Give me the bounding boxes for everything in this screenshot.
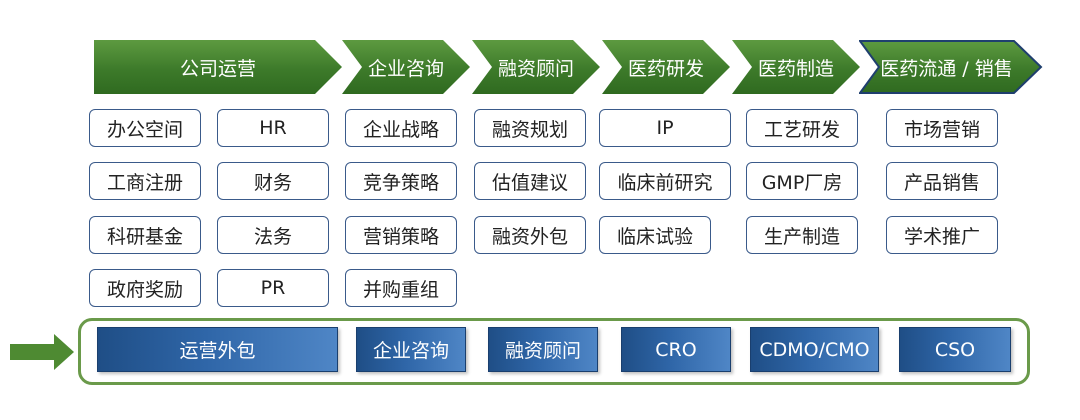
- tag-label: 企业战略: [362, 118, 439, 141]
- service-tag: 产品销售: [886, 162, 998, 200]
- service-tag: 市场营销: [886, 109, 998, 147]
- offering-enterprise-consulting: 企业咨询: [356, 327, 466, 372]
- tag-label: 临床前研究: [617, 171, 713, 194]
- service-tag: IP: [599, 109, 731, 147]
- offering-label: 企业咨询: [372, 340, 449, 362]
- service-tag: 科研基金: [89, 216, 201, 254]
- stage-label: 公司运营: [179, 57, 256, 80]
- tag-label: 学术推广: [903, 225, 980, 248]
- tag-label: 估值建议: [491, 171, 568, 194]
- stage-chevron-distribution-sales: 医药流通 / 销售: [859, 40, 1043, 94]
- tag-label: 工商注册: [106, 171, 183, 194]
- service-tag: GMP厂房: [746, 162, 858, 200]
- service-tag: 办公空间: [89, 109, 201, 147]
- tag-label: 临床试验: [616, 225, 693, 248]
- service-tag: 临床试验: [599, 216, 711, 254]
- stage-chevron-pharma-manufacturing: 医药制造: [732, 40, 860, 94]
- tag-label: GMP厂房: [761, 171, 843, 194]
- tag-label: 政府奖励: [106, 278, 183, 301]
- service-tag: 竞争策略: [345, 162, 457, 200]
- service-tag: HR: [217, 109, 329, 147]
- stage-label: 医药研发: [627, 57, 704, 80]
- offering-label: CDMO/CMO: [759, 338, 870, 361]
- chevron-shape: [859, 40, 1043, 94]
- tag-label: 营销策略: [362, 225, 439, 248]
- service-tag: 法务: [217, 216, 329, 254]
- right-arrow-icon: [10, 334, 74, 370]
- offering-cdmo-cmo: CDMO/CMO: [750, 327, 879, 372]
- service-tag: 政府奖励: [89, 269, 201, 307]
- stage-label: 融资顾问: [497, 57, 574, 80]
- stage-label: 医药制造: [757, 57, 834, 80]
- stage-chevron-pharma-rnd: 医药研发: [602, 40, 730, 94]
- service-tag: 学术推广: [886, 216, 998, 254]
- service-tag: 融资规划: [474, 109, 586, 147]
- stage-chevron-financing-advisory: 融资顾问: [472, 40, 600, 94]
- stage-chevron-company-operations: 公司运营: [94, 40, 342, 94]
- tag-label: 市场营销: [903, 118, 980, 141]
- tag-label: 产品销售: [903, 171, 980, 194]
- tag-label: 融资外包: [491, 225, 568, 248]
- offering-label: 融资顾问: [504, 340, 581, 362]
- tag-label: 办公空间: [106, 118, 183, 141]
- service-tag: 企业战略: [345, 109, 457, 147]
- stage-chevron-enterprise-consulting: 企业咨询: [342, 40, 470, 94]
- stage-label: 企业咨询: [367, 57, 444, 80]
- tag-label: 生产制造: [763, 225, 840, 248]
- tag-label: 工艺研发: [763, 118, 840, 141]
- service-tag: 临床前研究: [599, 162, 731, 200]
- tag-label: 财务: [253, 171, 292, 194]
- stage-label: 医药流通 / 销售: [880, 57, 1013, 80]
- service-tag: 工艺研发: [746, 109, 858, 147]
- service-tag: 工商注册: [89, 162, 201, 200]
- tag-label: PR: [260, 277, 286, 299]
- service-tag: 生产制造: [746, 216, 858, 254]
- offering-cro: CRO: [621, 327, 731, 372]
- offering-label: CRO: [655, 338, 697, 361]
- tag-label: 融资规划: [491, 118, 568, 141]
- tag-label: HR: [259, 117, 287, 139]
- tag-label: 并购重组: [362, 278, 439, 301]
- service-tag: PR: [217, 269, 329, 307]
- tag-label: 竞争策略: [362, 171, 439, 194]
- offering-operations-outsourcing: 运营外包: [97, 327, 338, 372]
- tag-label: IP: [656, 117, 674, 139]
- offering-cso: CSO: [899, 327, 1011, 372]
- offering-label: 运营外包: [179, 340, 256, 362]
- tag-label: 法务: [253, 225, 292, 248]
- service-tag: 营销策略: [345, 216, 457, 254]
- offering-financing-advisory: 融资顾问: [488, 327, 598, 372]
- service-tag: 并购重组: [345, 269, 457, 307]
- service-tag: 融资外包: [474, 216, 586, 254]
- offering-label: CSO: [934, 338, 976, 361]
- service-tag: 估值建议: [474, 162, 586, 200]
- service-tag: 财务: [217, 162, 329, 200]
- tag-label: 科研基金: [106, 225, 183, 248]
